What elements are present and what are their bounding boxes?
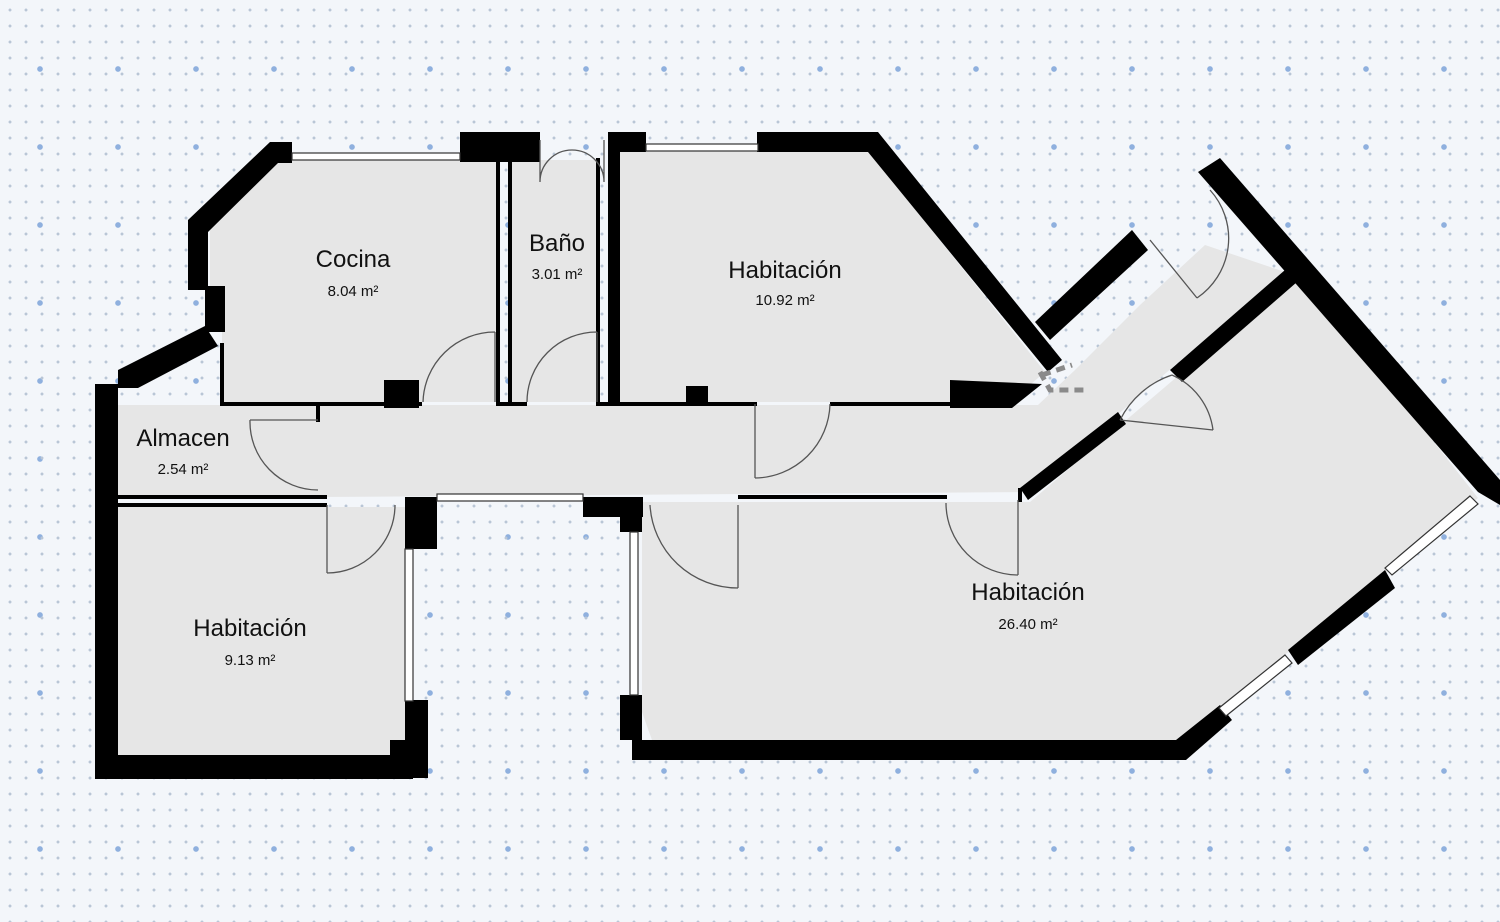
room-name-cocina: Cocina	[316, 246, 391, 273]
door-bano-top	[539, 140, 605, 183]
room-floor-habitacion-3	[642, 272, 1478, 740]
door-bano	[526, 331, 598, 403]
room-name-almacen: Almacen	[136, 425, 229, 452]
window	[1384, 495, 1479, 576]
room-name-habitacion-1: Habitación	[728, 257, 841, 284]
window	[629, 531, 639, 696]
interior-walls	[116, 158, 1022, 507]
door-cocina	[422, 331, 496, 403]
door-habitacion-2	[326, 504, 396, 574]
room-area-almacen: 2.54 m²	[158, 461, 209, 478]
doors	[249, 140, 1230, 589]
room-area-cocina: 8.04 m²	[328, 283, 379, 300]
door-almacen	[249, 419, 319, 491]
door-diagonal	[1119, 374, 1214, 431]
exterior-walls	[95, 132, 1500, 779]
room-floor-habitacion-1	[618, 150, 1045, 402]
windows	[291, 143, 1479, 717]
room-floor-habitacion-2	[118, 507, 405, 755]
room-labels: Cocina 8.04 m² Baño 3.01 m² Habitación 1…	[136, 230, 1084, 669]
door-habitacion-1	[754, 403, 831, 479]
room-floor-bano	[510, 160, 598, 402]
door-habitacion-3-left	[649, 504, 739, 589]
room-floor-cocina	[210, 160, 498, 402]
room-area-bano: 3.01 m²	[532, 266, 583, 283]
window	[436, 493, 584, 502]
door-habitacion-3-right	[945, 500, 1019, 576]
room-area-habitacion-1: 10.92 m²	[755, 292, 814, 309]
room-name-habitacion-2: Habitación	[193, 615, 306, 642]
window	[1218, 654, 1293, 717]
floor-areas	[118, 150, 1478, 755]
opening-dashed	[1037, 362, 1085, 393]
room-area-habitacion-3: 26.40 m²	[998, 616, 1057, 633]
window	[404, 548, 414, 702]
room-name-bano: Baño	[529, 230, 585, 257]
room-name-habitacion-3: Habitación	[971, 579, 1084, 606]
door-upper-right	[1149, 189, 1230, 299]
window	[291, 152, 461, 161]
room-floor-almacen	[118, 405, 320, 497]
room-area-habitacion-2: 9.13 m²	[225, 652, 276, 669]
window	[645, 143, 759, 152]
room-floor-hallway	[222, 245, 1285, 497]
